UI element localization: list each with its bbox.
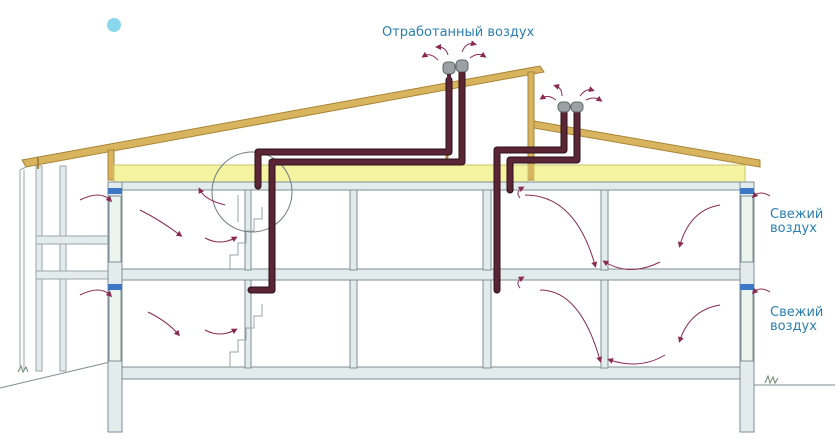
roof (21, 65, 761, 181)
attic-insulation (113, 164, 529, 183)
attic-insulation-right (533, 164, 746, 183)
stairs (229, 195, 263, 367)
ventilation-ducts (247, 68, 581, 294)
exhaust-air-label: Отработанный воздух (382, 25, 535, 40)
air-flow-arrows (79, 40, 771, 365)
walls (107, 181, 755, 433)
floor-slabs (107, 181, 754, 380)
veranda (19, 159, 109, 372)
roof-vents (442, 59, 584, 113)
sun-icon (107, 18, 121, 32)
fresh-air-lower-label-1: Свежий (770, 305, 823, 320)
detail-callout (211, 151, 293, 233)
fresh-air-upper-label-2: воздух (770, 221, 817, 236)
fresh-air-lower-label-2: воздух (770, 319, 817, 334)
fresh-air-upper-label-1: Свежий (770, 207, 823, 222)
windows (108, 188, 754, 362)
